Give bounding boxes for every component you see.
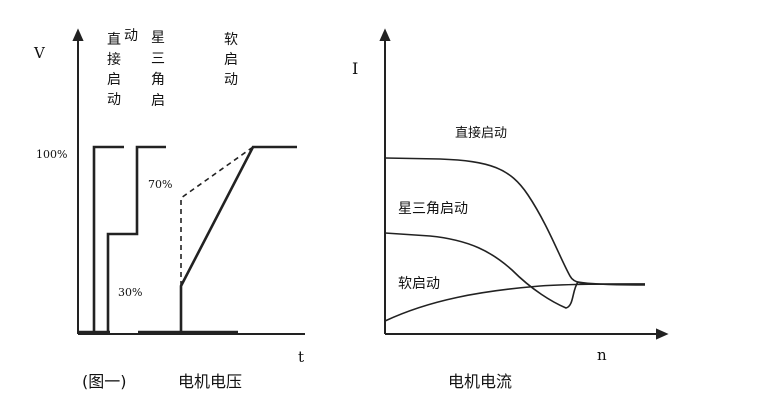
direct-start-current [384,157,645,285]
figure-number: (图一) [82,372,127,391]
direct-start-char: 启 [107,72,121,88]
time-axis-label: t [298,348,304,366]
voltage-chart: V t 直 动 接 启 动 星 三 角 启 软 启 动 100% 70% 30% [33,28,305,366]
speed-axis-label: n [597,346,607,364]
star-delta-char: 三 [151,51,165,67]
voltage-caption: 电机电压 [178,372,242,391]
voltage-axis-label: V [33,44,46,62]
direct-start-label: 直 动 接 启 动 [107,28,138,108]
direct-start-char: 动 [107,92,121,108]
direct-start-char: 接 [107,51,121,68]
direct-start-curve-label: 直接启动 [455,125,507,141]
soft-start-char: 启 [224,52,238,68]
star-delta-start-label: 星 三 角 启 [151,30,165,109]
level-label-30: 30% [118,286,142,299]
soft-start-voltage [179,145,297,332]
soft-start-char: 软 [224,32,238,48]
direct-start-char: 直 [107,31,121,48]
direct-start-voltage [92,145,124,332]
level-label-70: 70% [148,178,172,191]
direct-start-char: 动 [124,28,138,44]
star-delta-current [384,232,646,309]
star-delta-char: 星 [151,30,165,46]
level-label-100: 100% [36,148,67,161]
current-caption: 电机电流 [448,372,512,391]
star-delta-char: 启 [151,93,165,109]
current-axis-label: I [352,59,358,78]
star-delta-curve-label: 星三角启动 [398,201,468,217]
star-delta-char: 角 [151,72,165,88]
star-delta-voltage [106,145,166,332]
soft-start-curve-label: 软启动 [398,276,440,292]
soft-start-alt-ramp [180,146,254,286]
current-chart: I n 直接启动 星三角启动 软启动 [352,28,669,364]
soft-start-current [384,283,646,322]
soft-start-label: 软 启 动 [224,32,238,88]
soft-start-char: 动 [224,72,238,88]
